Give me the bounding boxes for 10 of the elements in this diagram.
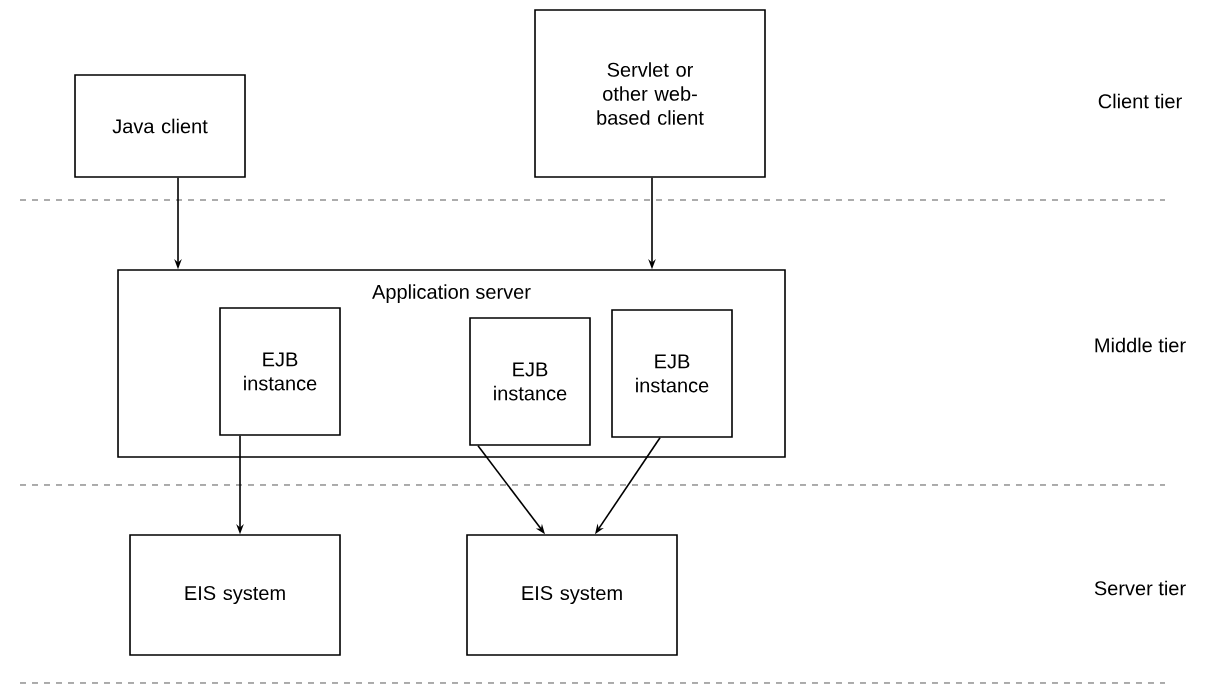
tier-label: Client tier xyxy=(1098,93,1182,109)
ejb-box: EJB instance xyxy=(219,307,341,436)
ejb-box: EJB instance xyxy=(469,317,591,446)
box: Java client xyxy=(74,74,246,178)
box: EIS system xyxy=(129,534,341,656)
tier-label: Middle tier xyxy=(1095,337,1186,353)
ejb-box: EJB instance xyxy=(611,309,733,438)
tier-label: Server tier xyxy=(1094,580,1186,596)
box: EIS system xyxy=(466,534,678,656)
box: Servlet or other web-based client xyxy=(534,9,766,178)
